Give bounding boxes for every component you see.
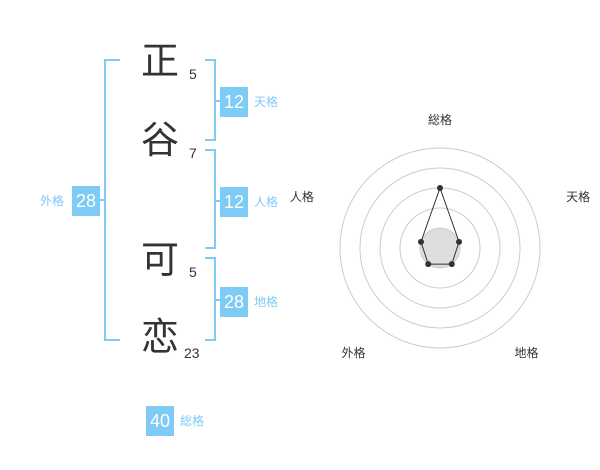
tenkaku-value: 12: [220, 87, 248, 117]
gaikaku-value: 28: [72, 186, 100, 216]
radar-center-disc: [420, 228, 460, 268]
radar-point: [417, 238, 424, 245]
radar-axis-label: 総格: [428, 112, 452, 127]
radar-ring: [359, 167, 521, 329]
radar-axis-label: 地格: [515, 345, 539, 360]
name-char-3: 可: [141, 238, 180, 282]
radar-axis-label: 外格: [341, 345, 365, 360]
soukaku-label: 総格: [180, 414, 205, 428]
gaikaku-label: 外格: [40, 194, 65, 208]
chikaku-value: 28: [220, 287, 248, 317]
radar-ring: [419, 227, 461, 269]
radar-point: [425, 261, 432, 268]
tenkaku-label: 天格: [254, 95, 279, 109]
name-char-4: 恋: [141, 315, 180, 359]
stroke-count-4: 23: [184, 345, 200, 361]
stroke-count-3: 5: [189, 264, 197, 280]
radar-ring: [399, 207, 481, 289]
radar-polygon: [420, 186, 460, 265]
soukaku-value: 40: [146, 406, 174, 436]
radar-axis-label: 天格: [566, 189, 590, 204]
radar-ring: [339, 147, 541, 349]
jinkaku-bracket: [205, 149, 216, 249]
name-char-1: 正: [141, 39, 180, 83]
jinkaku-value: 12: [220, 187, 248, 217]
radar-point: [437, 185, 443, 191]
chikaku-label: 地格: [254, 295, 279, 309]
radar-point: [456, 238, 463, 245]
stroke-count-2: 7: [189, 145, 197, 161]
radar-point: [448, 261, 455, 268]
name-char-2: 谷: [141, 118, 180, 162]
stroke-count-1: 5: [189, 66, 197, 82]
jinkaku-label: 人格: [254, 195, 279, 209]
radar-axis-label: 人格: [290, 189, 314, 204]
